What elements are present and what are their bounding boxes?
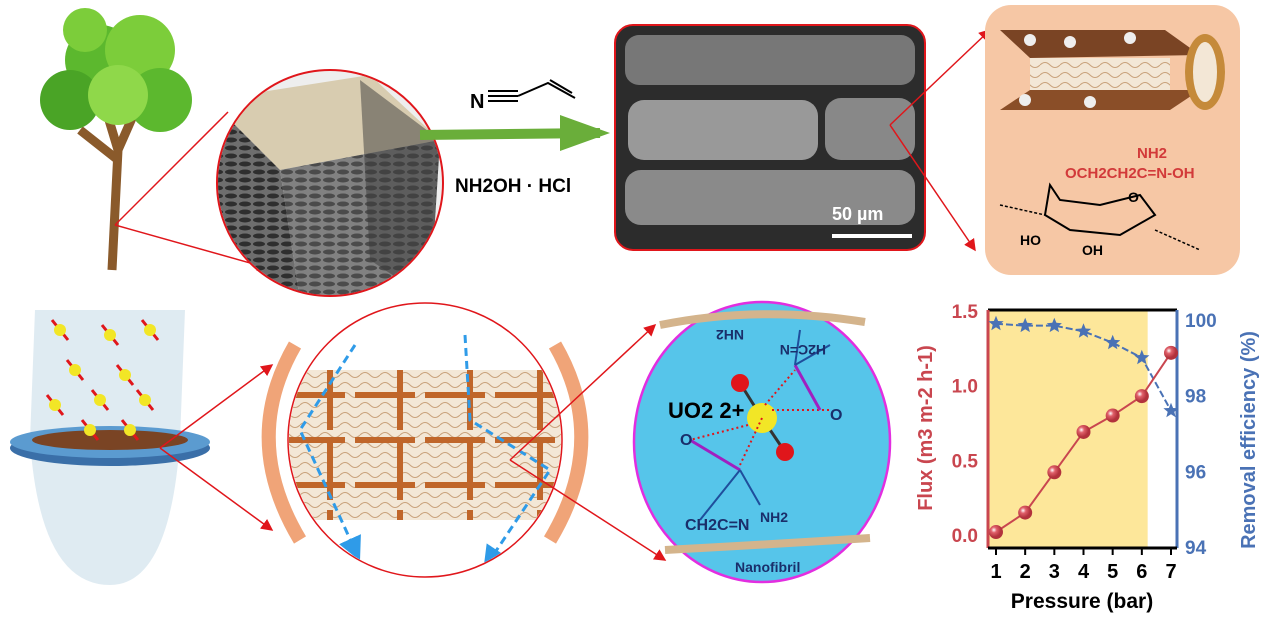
acrylonitrile-structure: N [470,79,576,113]
reagent-label: NH2OH · HCl [455,176,571,197]
efficiency-point [988,315,1004,331]
nh2-label: NH2 [1137,145,1167,162]
x-tick-label: 4 [1078,561,1090,583]
zoom-arrow [889,28,992,126]
right-tick-label: 98 [1185,387,1206,408]
scale-bar-label: 50 µm [832,204,883,224]
flux-point [1105,408,1120,423]
left-tick-label: 0.5 [952,451,979,472]
x-tick-label: 6 [1136,561,1147,583]
shaded-region [989,311,1148,547]
amidoxime-group-lower: CH2C=N [685,517,749,534]
nitrile-n: N [470,91,484,113]
flux-point [1076,424,1091,439]
nanofibril-label: Nanofibril [735,559,800,575]
amidoxime-chain-label: OCH2CH2C=N-OH [1065,165,1195,182]
green-arrow-head [560,115,610,151]
flux-point [1164,345,1178,360]
oxygen-left: O [680,432,692,449]
x-tick-label: 7 [1165,561,1176,583]
zoom-arrow [159,364,274,449]
left-tick-label: 1.5 [952,302,979,323]
right-tick-label: 96 [1185,462,1206,483]
efficiency-point [1163,402,1179,418]
uranyl-molecule [84,424,96,436]
x-axis-label: Pressure (bar) [1011,590,1153,613]
uranyl-molecules [45,319,160,441]
right-tick-label: 94 [1185,538,1207,559]
scale-bar [832,234,912,238]
nh2-upper: NH2 [716,327,744,343]
flux-point [1047,465,1062,480]
ring-o-label: O [1128,189,1139,205]
zoom-line [114,111,229,226]
x-tick-label: 5 [1107,561,1118,583]
x-tick-label: 2 [1020,561,1031,583]
left-tick-label: 1.0 [952,377,978,398]
uranyl-molecule [144,324,156,336]
ho-label: HO [1020,232,1041,248]
uranyl-molecule [139,394,151,406]
uranyl-molecule [69,364,81,376]
oxygen-right: O [830,407,842,424]
x-tick-label: 3 [1049,561,1060,583]
zoom-arrow [509,459,667,561]
nh2-lower: NH2 [760,509,788,525]
oh-label: OH [1082,242,1103,258]
flux-point [1134,389,1149,404]
uranyl-molecule [49,399,61,411]
uranyl-molecule [119,369,131,381]
zoom-arrow [114,224,270,271]
left-tick-label: 0.0 [952,526,978,547]
zoom-arrow [159,447,274,531]
efficiency-point [1017,317,1033,333]
efficiency-point [1046,317,1062,333]
left-axis-label: Flux (m3 m-2 h-1) [915,345,937,511]
sem-image: 50 µm [614,24,926,251]
x-tick-label: 1 [990,561,1001,583]
membrane-cross-section [261,302,589,578]
modified-channel-panel: NH2 OCH2CH2C=N-OH O HO OH [985,5,1240,275]
tree-illustration [40,8,192,271]
efficiency-point [1105,334,1121,350]
wood-block-magnified [216,69,444,297]
uranyl-molecule [124,424,136,436]
efficiency-point [1075,323,1092,338]
efficiency-point [1134,349,1150,365]
flux-point [989,525,1003,540]
amidoxime-group-upper: H2C=N [780,342,826,358]
uranyl-molecule [94,394,106,406]
uranyl-label: UO2 2+ [668,398,744,423]
flux-point [1018,505,1033,520]
uranyl-molecule [104,329,116,341]
zoom-arrow [509,323,657,461]
filter-device [10,310,210,585]
uranyl-molecule [54,324,66,336]
right-axis-label: Removal efficiency (%) [1238,331,1260,549]
uranyl-binding-mechanism: UO2 2+ CH2C=N NH2 NH2 H2C=N O O Nanofibr… [632,300,892,584]
zoom-arrow [889,124,976,252]
right-tick-label: 100 [1185,311,1217,332]
